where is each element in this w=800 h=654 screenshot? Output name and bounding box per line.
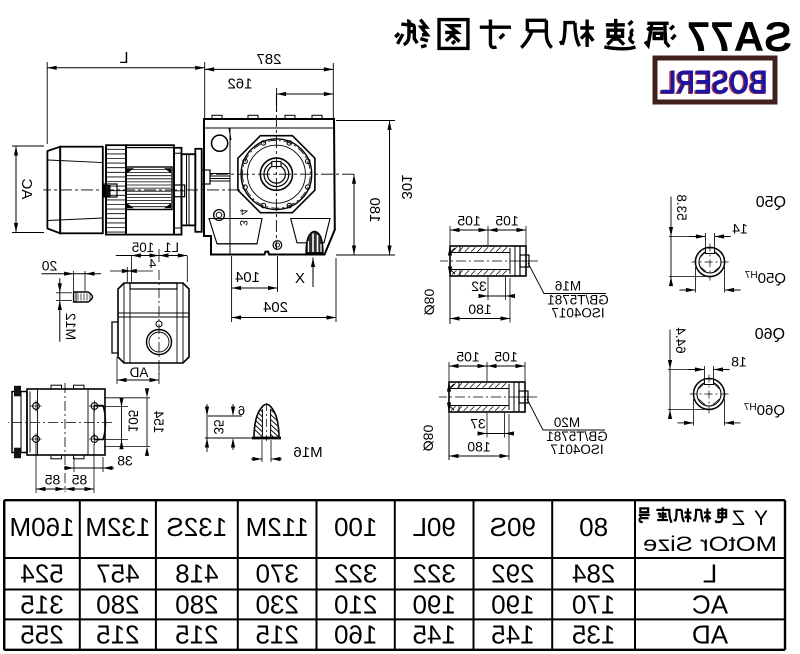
svg-text:M16: M16 — [293, 444, 322, 461]
svg-text:255: 255 — [20, 620, 63, 650]
svg-text:230: 230 — [255, 590, 298, 620]
svg-text:53.8: 53.8 — [674, 194, 689, 220]
svg-text:M12: M12 — [63, 313, 79, 340]
svg-text:Ø80: Ø80 — [422, 289, 438, 316]
svg-text:284: 284 — [572, 559, 615, 589]
svg-text:105: 105 — [126, 410, 141, 433]
svg-text:322: 322 — [412, 559, 455, 589]
svg-text:145: 145 — [412, 620, 455, 650]
svg-text:160M: 160M — [9, 512, 74, 542]
svg-text:3: 3 — [237, 220, 249, 226]
svg-text:ISO4017: ISO4017 — [551, 306, 604, 321]
svg-text:215: 215 — [255, 620, 298, 650]
svg-text:ISO4017: ISO4017 — [550, 442, 603, 457]
svg-text:315: 315 — [20, 590, 63, 620]
svg-text:4: 4 — [237, 209, 249, 215]
svg-text:162: 162 — [227, 76, 252, 93]
svg-text:L1: L1 — [164, 240, 179, 255]
svg-text:85: 85 — [45, 472, 61, 488]
svg-text:292: 292 — [491, 559, 534, 589]
svg-text:80: 80 — [579, 512, 608, 542]
svg-text:105: 105 — [495, 213, 519, 229]
svg-text:GB/T5781: GB/T5781 — [547, 293, 609, 308]
svg-text:170: 170 — [572, 590, 615, 620]
svg-text:90L: 90L — [412, 512, 455, 542]
svg-text:AD: AD — [129, 365, 148, 380]
svg-text:287: 287 — [256, 51, 281, 68]
svg-text:105: 105 — [457, 213, 481, 229]
svg-text:180: 180 — [467, 439, 491, 455]
svg-text:GB/T5781: GB/T5781 — [546, 429, 608, 444]
svg-text:180: 180 — [366, 197, 383, 222]
svg-text:Q60H7: Q60H7 — [743, 402, 785, 419]
svg-text:Ø80: Ø80 — [421, 425, 437, 452]
svg-text:457: 457 — [96, 559, 139, 589]
svg-text:X: X — [295, 270, 305, 287]
svg-text:YZ: YZ — [732, 507, 768, 530]
svg-text:Q50H7: Q50H7 — [744, 270, 786, 287]
svg-text:190: 190 — [412, 590, 455, 620]
svg-text:AD: AD — [692, 620, 728, 650]
svg-text:38: 38 — [117, 453, 133, 469]
svg-text:100: 100 — [334, 512, 377, 542]
svg-text:204: 204 — [263, 299, 288, 316]
svg-text:105: 105 — [494, 349, 518, 365]
svg-text:160: 160 — [334, 620, 377, 650]
svg-text:132S: 132S — [166, 512, 227, 542]
svg-text:215: 215 — [96, 620, 139, 650]
svg-text:132M: 132M — [85, 512, 150, 542]
svg-text:37: 37 — [470, 416, 486, 432]
svg-text:154: 154 — [151, 410, 166, 433]
svg-text:145: 145 — [491, 620, 534, 650]
svg-text:Q60: Q60 — [755, 326, 785, 343]
svg-text:370: 370 — [255, 559, 298, 589]
svg-text:280: 280 — [175, 590, 218, 620]
svg-text:105: 105 — [132, 240, 155, 255]
svg-text:SA77: SA77 — [687, 13, 792, 60]
svg-text:215: 215 — [175, 620, 218, 650]
svg-text:MOtOr Size: MOtOr Size — [643, 533, 777, 556]
svg-text:14: 14 — [732, 221, 748, 237]
svg-text:418: 418 — [175, 559, 218, 589]
svg-text:4: 4 — [149, 256, 156, 271]
svg-text:64.4: 64.4 — [673, 327, 688, 354]
svg-text:20: 20 — [42, 258, 58, 274]
svg-text:90S: 90S — [490, 512, 536, 542]
svg-text:BOSERL: BOSERL — [661, 64, 768, 101]
svg-text:L: L — [119, 50, 128, 67]
svg-text:M16: M16 — [555, 279, 581, 294]
svg-text:280: 280 — [96, 590, 139, 620]
svg-text:105: 105 — [456, 349, 480, 365]
svg-text:180: 180 — [468, 301, 492, 317]
svg-text:M20: M20 — [554, 415, 580, 430]
svg-text:85: 85 — [72, 472, 88, 488]
svg-text:210: 210 — [334, 590, 377, 620]
svg-text:322: 322 — [334, 559, 377, 589]
svg-text:135: 135 — [572, 620, 615, 650]
svg-text:18: 18 — [731, 354, 747, 370]
svg-text:32: 32 — [471, 278, 487, 294]
svg-text:524: 524 — [20, 559, 63, 589]
svg-text:AC: AC — [692, 590, 728, 620]
svg-text:Q50: Q50 — [756, 194, 786, 211]
svg-text:35: 35 — [211, 419, 226, 434]
svg-text:BOSERL: BOSERL — [659, 65, 766, 102]
svg-text:112M: 112M — [246, 512, 309, 542]
svg-text:301: 301 — [398, 174, 415, 199]
svg-text:AC: AC — [18, 178, 35, 199]
svg-text:104: 104 — [235, 269, 260, 286]
svg-text:L: L — [703, 559, 717, 589]
svg-text:190: 190 — [491, 590, 534, 620]
svg-text:6: 6 — [238, 403, 245, 418]
